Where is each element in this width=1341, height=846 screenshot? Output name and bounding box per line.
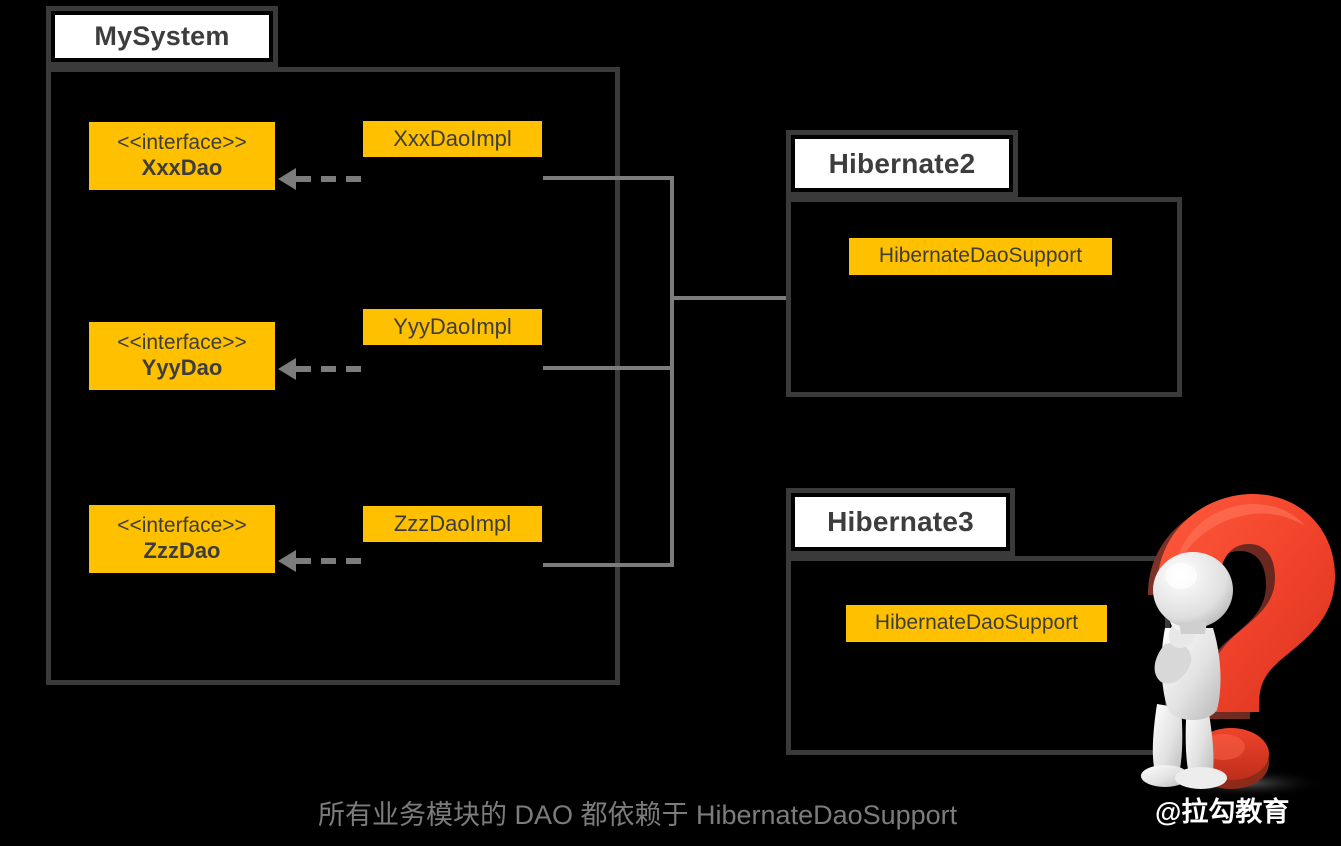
package-tab-hibernate3: Hibernate3 <box>786 488 1015 556</box>
class-box-yyydaoimpl[interactable]: YyyDaoImpl <box>363 309 542 345</box>
class-box-hibernatedaosupport-h2[interactable]: HibernateDaoSupport <box>849 238 1112 275</box>
dependency-stub-yyy <box>543 366 674 370</box>
realization-arrowhead-yyydao <box>278 358 296 380</box>
interface-box-zzzdao[interactable]: <<interface>> ZzzDao <box>89 505 275 573</box>
interface-name: XxxDao <box>141 155 223 181</box>
realization-arrowhead-xxxdao <box>278 168 296 190</box>
interface-stereotype: <<interface>> <box>117 513 247 537</box>
interface-box-xxxdao[interactable]: <<interface>> XxxDao <box>89 122 275 190</box>
interface-name: YyyDao <box>141 355 223 381</box>
realization-dashes-yyydao <box>296 366 363 372</box>
package-title-hibernate3: Hibernate3 <box>795 497 1006 547</box>
package-body-hibernate2 <box>786 197 1182 397</box>
package-body-hibernate3 <box>786 556 1170 755</box>
interface-stereotype: <<interface>> <box>117 330 247 354</box>
realization-dashes-zzzdao <box>296 558 363 564</box>
class-box-zzzdaoimpl[interactable]: ZzzDaoImpl <box>363 506 542 542</box>
realization-dashes-xxxdao <box>296 176 363 182</box>
diagram-caption: 所有业务模块的 DAO 都依赖于 HibernateDaoSupport <box>318 800 958 830</box>
class-box-xxxdaoimpl[interactable]: XxxDaoImpl <box>363 121 542 157</box>
package-tab-mysystem: MySystem <box>46 6 278 67</box>
interface-box-yyydao[interactable]: <<interface>> YyyDao <box>89 322 275 390</box>
interface-stereotype: <<interface>> <box>117 130 247 154</box>
question-mark-mascot-illustration <box>1135 468 1341 798</box>
package-title-hibernate2: Hibernate2 <box>795 139 1009 188</box>
dependency-stub-zzz <box>543 563 674 567</box>
dependency-line-to-hibernate2 <box>670 296 830 300</box>
watermark-logo: @拉勾教育 <box>1155 797 1290 827</box>
realization-arrowhead-zzzdao <box>278 550 296 572</box>
dependency-stub-xxx <box>543 176 674 180</box>
class-box-hibernatedaosupport-h3[interactable]: HibernateDaoSupport <box>846 605 1107 642</box>
package-title-mysystem: MySystem <box>55 15 269 58</box>
interface-name: ZzzDao <box>143 538 221 564</box>
dependency-trunk <box>670 176 674 567</box>
package-tab-hibernate2: Hibernate2 <box>786 130 1018 197</box>
